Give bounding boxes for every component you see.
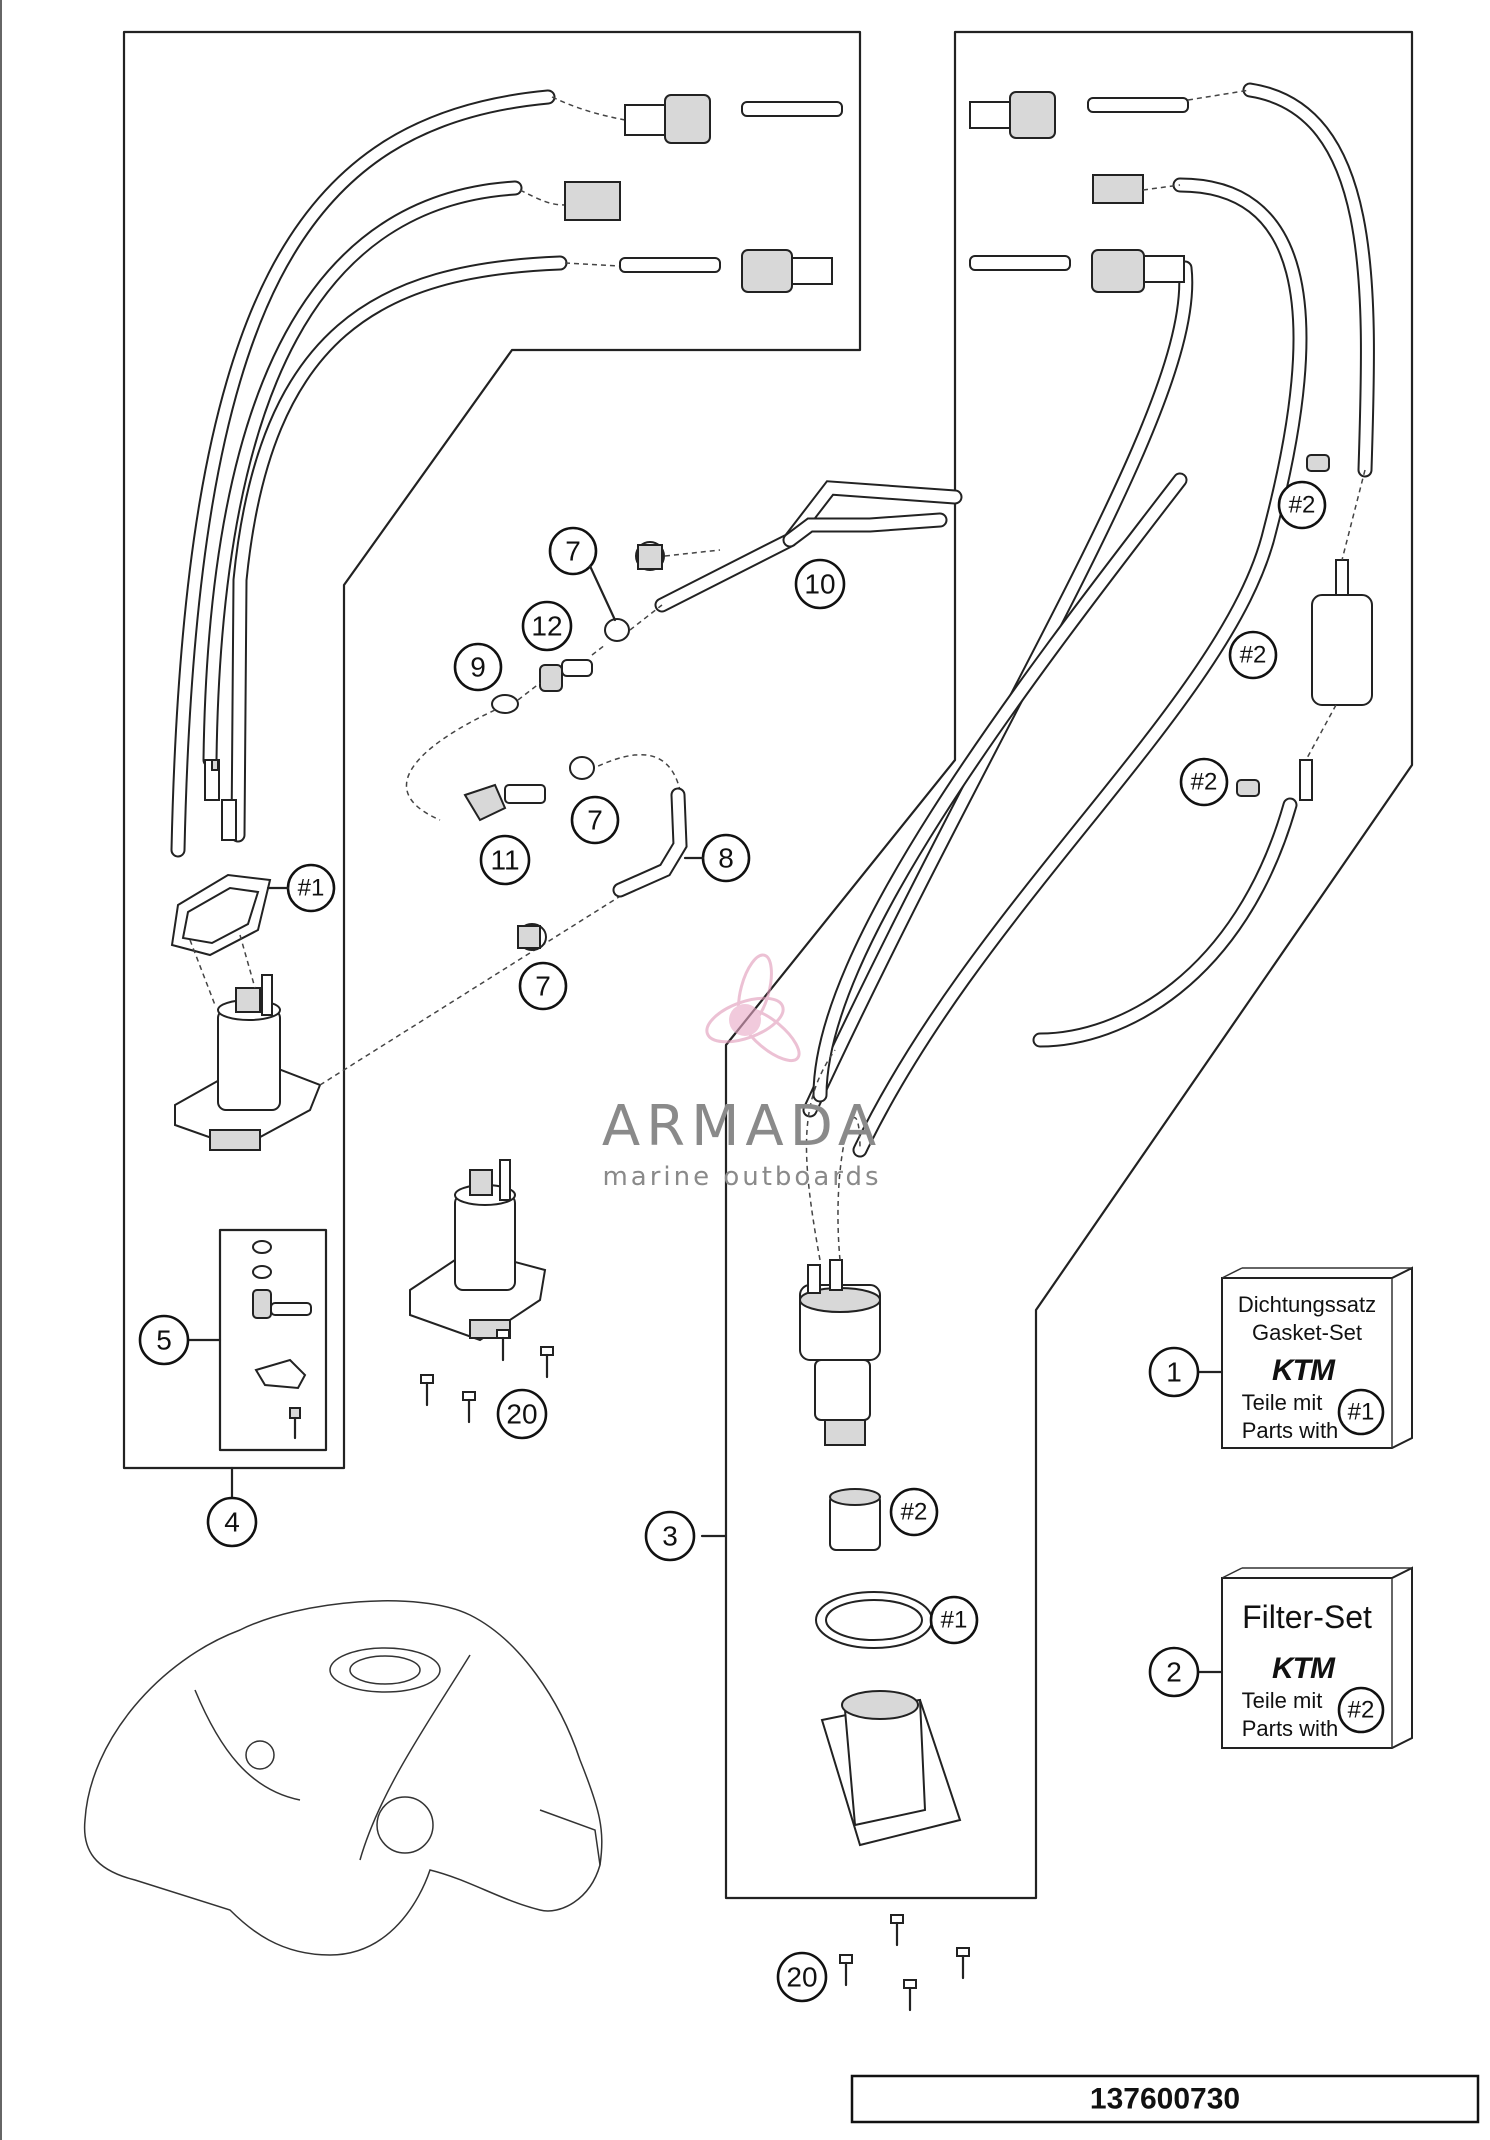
callout-2: 2	[1148, 1646, 1200, 1698]
gasket-right	[815, 1591, 933, 1649]
watermark-logo: ARMADA marine outboards	[602, 953, 882, 1192]
hose-terminals-left	[204, 759, 237, 841]
filter-set-line3: Teile mit	[1242, 1688, 1323, 1713]
callout-hash2-filter: #2	[1228, 630, 1278, 680]
svg-text:12: 12	[531, 611, 562, 642]
document-number-box: 137600730	[850, 2074, 1480, 2124]
filter-set-line4: Parts with	[1242, 1716, 1339, 1741]
fuel-pump-right	[799, 1049, 881, 1446]
svg-text:8: 8	[718, 843, 734, 874]
callout-10: 10	[794, 558, 846, 610]
svg-text:3: 3	[662, 1521, 678, 1552]
callout-7-mid: 7	[570, 795, 620, 845]
hose-clamp-7-mid	[604, 604, 663, 642]
callout-7-top: 7	[548, 526, 598, 576]
callout-12: 12	[521, 600, 573, 652]
quick-connectors-top-right	[969, 89, 1251, 293]
svg-text:4: 4	[224, 1507, 240, 1538]
connector-11	[463, 783, 546, 822]
svg-text:2: 2	[1166, 1657, 1182, 1688]
gasket-set-brand-logo: KTM	[1272, 1354, 1336, 1387]
check-valve-12	[539, 644, 606, 692]
fuel-tank	[83, 1600, 603, 1956]
hose-bundle-left	[170, 89, 568, 858]
hose-clamp-7-top	[635, 541, 721, 571]
quick-connector-top-left-2	[564, 249, 833, 293]
gasket-left	[170, 873, 272, 957]
hose-10	[654, 480, 963, 613]
svg-text:#1: #1	[941, 1607, 968, 1634]
callout-hash2-top: #2	[1277, 480, 1327, 530]
callout-20-bottom: 20	[776, 1951, 828, 2003]
svg-text:1: 1	[1166, 1357, 1182, 1388]
callout-1: 1	[1148, 1346, 1200, 1398]
electrical-plug-left	[519, 181, 621, 221]
quick-connector-top-left-1	[551, 94, 843, 144]
svg-text:11: 11	[490, 845, 519, 876]
assembly-3-outline	[724, 30, 1414, 1900]
gasket-set-box: Dichtungssatz Gasket-Set KTM Teile mit P…	[1221, 1266, 1413, 1449]
pump-flange-right	[820, 1690, 962, 1847]
screws-middle	[420, 1329, 554, 1424]
callout-8: 8	[701, 833, 751, 883]
watermark-name: ARMADA	[602, 1094, 882, 1159]
prefilter-right	[829, 1488, 881, 1551]
gasket-set-line2: Gasket-Set	[1252, 1320, 1362, 1345]
gasket-set-line3: Teile mit	[1242, 1390, 1323, 1415]
fuel-pump-flange-left	[174, 889, 631, 1151]
fuel-line-dashed-path	[405, 709, 681, 821]
callout-hash1-left: #1	[286, 863, 336, 913]
fuel-pump-body-middle	[409, 1159, 547, 1342]
callout-20-middle: 20	[496, 1388, 548, 1440]
svg-text:#2: #2	[1289, 492, 1316, 519]
callout-5: 5	[138, 1314, 190, 1366]
gasket-set-line4: Parts with	[1242, 1418, 1339, 1443]
filter-set-brand-logo: KTM	[1272, 1652, 1336, 1685]
hose-8	[612, 787, 688, 898]
callout-7-bottom: 7	[518, 961, 568, 1011]
svg-text:#2: #2	[901, 1499, 928, 1526]
assembly-4-outline	[122, 30, 862, 1470]
callout-3: 3	[644, 1510, 696, 1562]
filter-set-ref: #2	[1348, 1697, 1375, 1724]
callout-hash2-clamp: #2	[1179, 757, 1229, 807]
svg-text:7: 7	[587, 805, 603, 836]
svg-text:20: 20	[506, 1399, 537, 1430]
svg-text:#2: #2	[1191, 769, 1218, 796]
callout-hash2-prefilter: #2	[889, 1487, 939, 1537]
o-ring-9	[491, 682, 541, 714]
svg-text:20: 20	[786, 1962, 817, 1993]
callout-9: 9	[453, 642, 503, 692]
callout-hash1-right: #1	[929, 1595, 979, 1645]
callout-11: 11	[479, 834, 531, 886]
inline-fuel-filter	[1299, 469, 1373, 801]
watermark-tagline: marine outboards	[602, 1162, 881, 1192]
svg-text:7: 7	[565, 536, 581, 567]
kit-5-contents	[252, 1240, 312, 1440]
hose-clamp-7-lower	[569, 756, 595, 780]
gasket-set-line1: Dichtungssatz	[1238, 1292, 1376, 1317]
svg-text:9: 9	[470, 652, 486, 683]
screws-bottom	[839, 1914, 970, 2012]
filter-set-box: Filter-Set KTM Teile mit Parts with #2	[1221, 1566, 1413, 1749]
svg-text:7: 7	[535, 971, 551, 1002]
svg-text:10: 10	[804, 569, 835, 600]
kit-5-box	[218, 1228, 328, 1452]
gasket-set-ref: #1	[1348, 1399, 1375, 1426]
filter-set-title: Filter-Set	[1242, 1599, 1372, 1635]
callout-7-top-leader	[588, 564, 617, 622]
svg-text:#1: #1	[298, 875, 325, 902]
callout-4: 4	[206, 1496, 258, 1548]
hose-clamp-7-bottom	[517, 923, 547, 951]
svg-text:5: 5	[156, 1325, 172, 1356]
hose-bundle-right	[802, 82, 1375, 1158]
document-number: 137600730	[1090, 2083, 1240, 2116]
hose-clamps-right	[1236, 454, 1330, 797]
svg-text:#2: #2	[1240, 642, 1267, 669]
